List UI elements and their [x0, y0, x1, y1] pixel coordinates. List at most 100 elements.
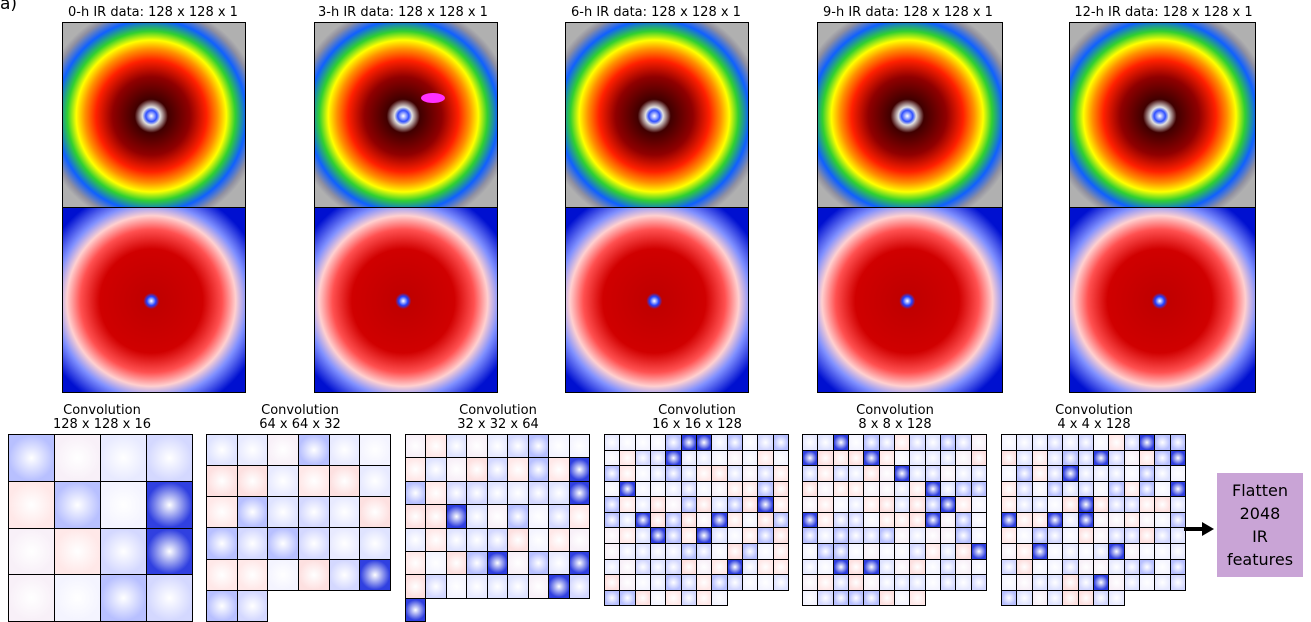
feature-map-cell	[1001, 449, 1018, 467]
feature-map-cell	[619, 496, 636, 513]
feature-map-cell	[711, 434, 728, 451]
feature-map-cell	[863, 434, 880, 451]
feature-map-cell	[649, 480, 667, 498]
feature-map-cell	[665, 449, 682, 467]
feature-map-cell	[909, 496, 926, 513]
feature-map-cell	[1108, 449, 1125, 467]
feature-map-cell	[970, 480, 987, 498]
feature-map-cell	[1108, 465, 1125, 482]
feature-map-cell	[405, 504, 427, 529]
feature-map-cell	[527, 457, 550, 482]
feature-map-cell	[893, 496, 911, 513]
feature-map-cell	[649, 496, 667, 513]
feature-map-cell	[1092, 496, 1110, 513]
feature-map-cell	[445, 550, 468, 576]
feature-map-cell	[604, 496, 621, 513]
feature-map-cell	[802, 480, 819, 498]
feature-map-cell	[54, 480, 101, 529]
feature-map-cell	[802, 465, 819, 482]
feature-map-cell	[817, 496, 834, 513]
feature-map-cell	[680, 449, 697, 467]
feature-map-cell	[726, 527, 743, 545]
feature-map-cell	[634, 511, 651, 529]
feature-map-cell	[847, 527, 865, 545]
feature-map-cell	[757, 449, 774, 467]
conv-title-line2: 128 x 128 x 16	[52, 417, 152, 432]
feature-map-cell	[507, 574, 529, 599]
feature-map-cell	[802, 527, 819, 545]
feature-map-cell	[8, 434, 55, 482]
feature-map-cell	[1001, 496, 1018, 513]
feature-map-cell	[297, 496, 330, 529]
panel-label: a)	[0, 0, 18, 14]
feature-map-cell	[1062, 465, 1079, 482]
conv-title-line1: Convolution	[856, 403, 934, 418]
feature-map-cell	[445, 527, 468, 552]
feature-map-cell	[206, 527, 238, 560]
feature-map-cell	[507, 457, 529, 482]
feature-map-cell	[507, 434, 529, 459]
feature-map-cell	[486, 574, 509, 599]
feature-map-cell	[695, 434, 713, 451]
feature-map-cell	[924, 527, 941, 545]
conv-title-3: Convolution 32 x 32 x 64	[428, 404, 568, 432]
feature-map-cell	[863, 449, 880, 467]
feature-map-cell	[802, 574, 819, 591]
feature-map-cell	[695, 543, 713, 560]
feature-map-cell	[772, 558, 789, 576]
feature-map-cell	[100, 480, 147, 529]
feature-map-cell	[909, 527, 926, 545]
feature-map-cell	[425, 574, 447, 599]
feature-map-cell	[1138, 496, 1156, 513]
feature-map-cell	[1001, 434, 1018, 451]
feature-map-cell	[939, 574, 957, 591]
feature-map-cell	[680, 465, 697, 482]
feature-map-cell	[445, 457, 468, 482]
feature-map-cell	[665, 496, 682, 513]
ir-redblue-image-9h	[817, 207, 1003, 393]
feature-map-cell	[548, 550, 570, 576]
feature-map-cell	[726, 434, 743, 451]
feature-map-cell	[1046, 496, 1064, 513]
feature-map-cell	[680, 434, 697, 451]
feature-map-cell	[924, 511, 941, 529]
feature-map-cell	[939, 496, 957, 513]
feature-map-cell	[893, 480, 911, 498]
feature-map-cell	[359, 434, 391, 467]
feature-map-cell	[847, 589, 865, 607]
feature-map-cell	[924, 480, 941, 498]
feature-map-cell	[568, 527, 590, 552]
feature-map-cell	[1123, 558, 1140, 576]
feature-map-cell	[1123, 465, 1140, 482]
feature-map-cell	[649, 589, 667, 607]
feature-map-cell	[1016, 511, 1033, 529]
feature-map-cell	[527, 480, 550, 506]
feature-map-cell	[680, 543, 697, 560]
conv-title-4: Convolution 16 x 16 x 128	[627, 404, 767, 432]
flatten-line1: Flatten	[1232, 481, 1288, 500]
feature-map-cell	[680, 527, 697, 545]
feature-map-cell	[359, 558, 391, 591]
feature-map-cell	[924, 496, 941, 513]
feature-map-cell	[54, 527, 101, 576]
feature-map-cell	[695, 558, 713, 576]
feature-map-cell	[741, 480, 759, 498]
feature-map-cell	[634, 543, 651, 560]
ir-redblue-image-3h	[314, 207, 498, 393]
feature-map-cell	[1108, 574, 1125, 591]
feature-map-cell	[726, 511, 743, 529]
feature-map-cell	[1092, 574, 1110, 591]
feature-map-cell	[649, 558, 667, 576]
feature-map-cell	[1123, 434, 1140, 451]
feature-map-cell	[802, 558, 819, 576]
feature-map-cell	[359, 496, 391, 529]
feature-map-cell	[1062, 449, 1079, 467]
feature-map-cell	[634, 589, 651, 607]
feature-map-cell	[665, 465, 682, 482]
feature-map-cell	[236, 558, 269, 591]
feature-map-cell	[909, 543, 926, 560]
feature-map-cell	[680, 511, 697, 529]
feature-map-cell	[711, 496, 728, 513]
feature-map-cell	[328, 465, 361, 498]
feature-map-cell	[863, 480, 880, 498]
